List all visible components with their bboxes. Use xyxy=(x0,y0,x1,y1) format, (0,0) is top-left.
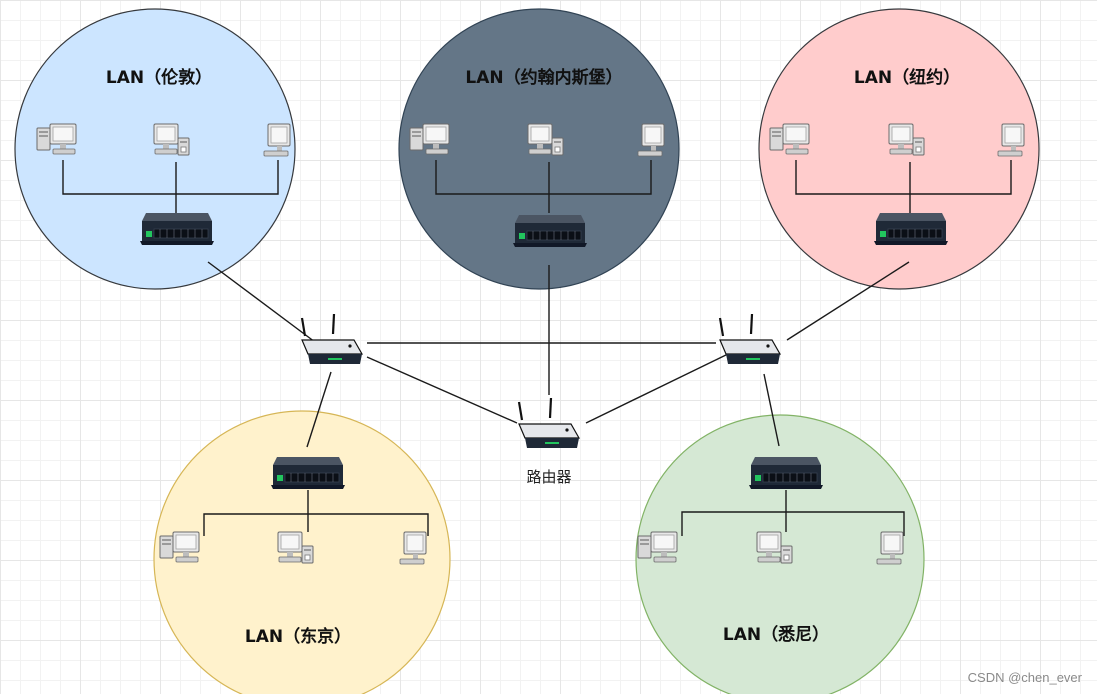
network-switch-icon xyxy=(512,214,588,248)
lan-newyork-title: LAN（纽约） xyxy=(854,67,960,88)
network-switch-icon xyxy=(873,212,949,246)
network-switch-icon xyxy=(139,212,215,246)
watermark: CSDN @chen_ever xyxy=(968,670,1083,685)
desktop-pc-icon xyxy=(159,531,200,563)
monitor-icon xyxy=(263,123,291,157)
router-label: 路由器 xyxy=(526,468,571,486)
desktop-pc-icon xyxy=(637,531,678,563)
lan-london-title: LAN（伦敦） xyxy=(106,67,212,88)
desktop-pc-icon xyxy=(409,123,450,155)
monitor-icon xyxy=(876,531,904,565)
wireless-router-icon xyxy=(517,396,581,450)
lan-amsterdam-title: LAN（约翰内斯堡） xyxy=(465,67,622,88)
monitor-icon xyxy=(997,123,1025,157)
network-switch-icon xyxy=(270,456,346,490)
lan-sydney-title: LAN（悉尼） xyxy=(723,624,829,645)
monitor-icon xyxy=(637,123,665,157)
lan-tokyo-title: LAN（东京） xyxy=(245,626,351,647)
network-switch-icon xyxy=(748,456,824,490)
lan-sydney-circle xyxy=(635,414,925,694)
lan-wiring xyxy=(62,160,1012,536)
desktop-pc-icon xyxy=(36,123,77,155)
wan-links xyxy=(207,261,910,448)
lan-sydney xyxy=(635,414,925,694)
wireless-router-icon xyxy=(718,312,782,366)
desktop-pc-icon xyxy=(769,123,810,155)
monitor-icon xyxy=(399,531,427,565)
